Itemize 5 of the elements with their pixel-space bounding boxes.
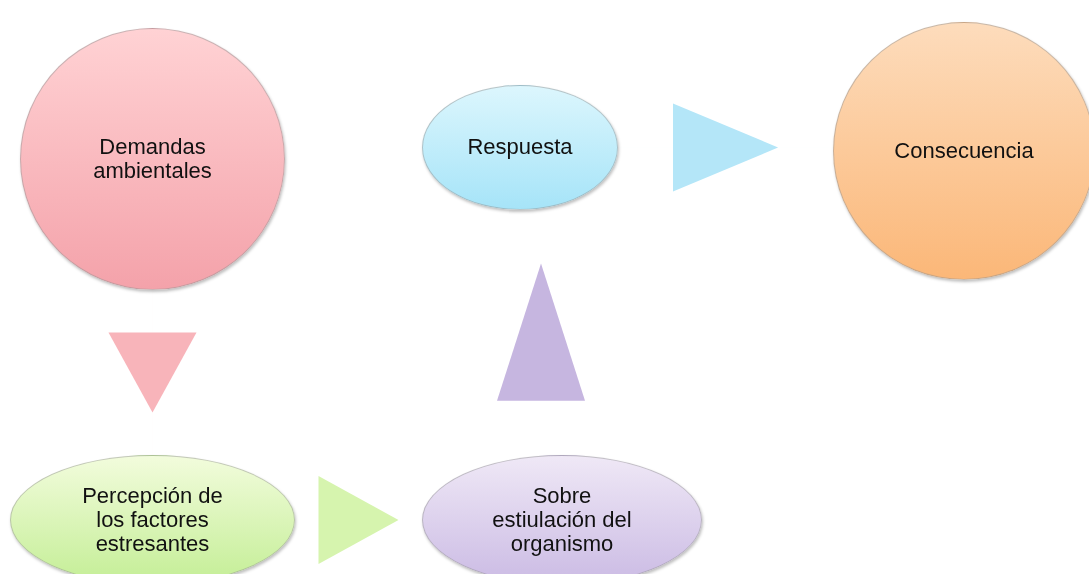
node-label: Percepción de los factores estresantes xyxy=(81,483,224,557)
node-label: Demandas ambientales xyxy=(92,134,213,184)
node-label: Consecuencia xyxy=(893,138,1035,164)
node-label: Respuesta xyxy=(466,135,574,160)
node-label: Sobre estiulación del organismo xyxy=(491,483,633,557)
